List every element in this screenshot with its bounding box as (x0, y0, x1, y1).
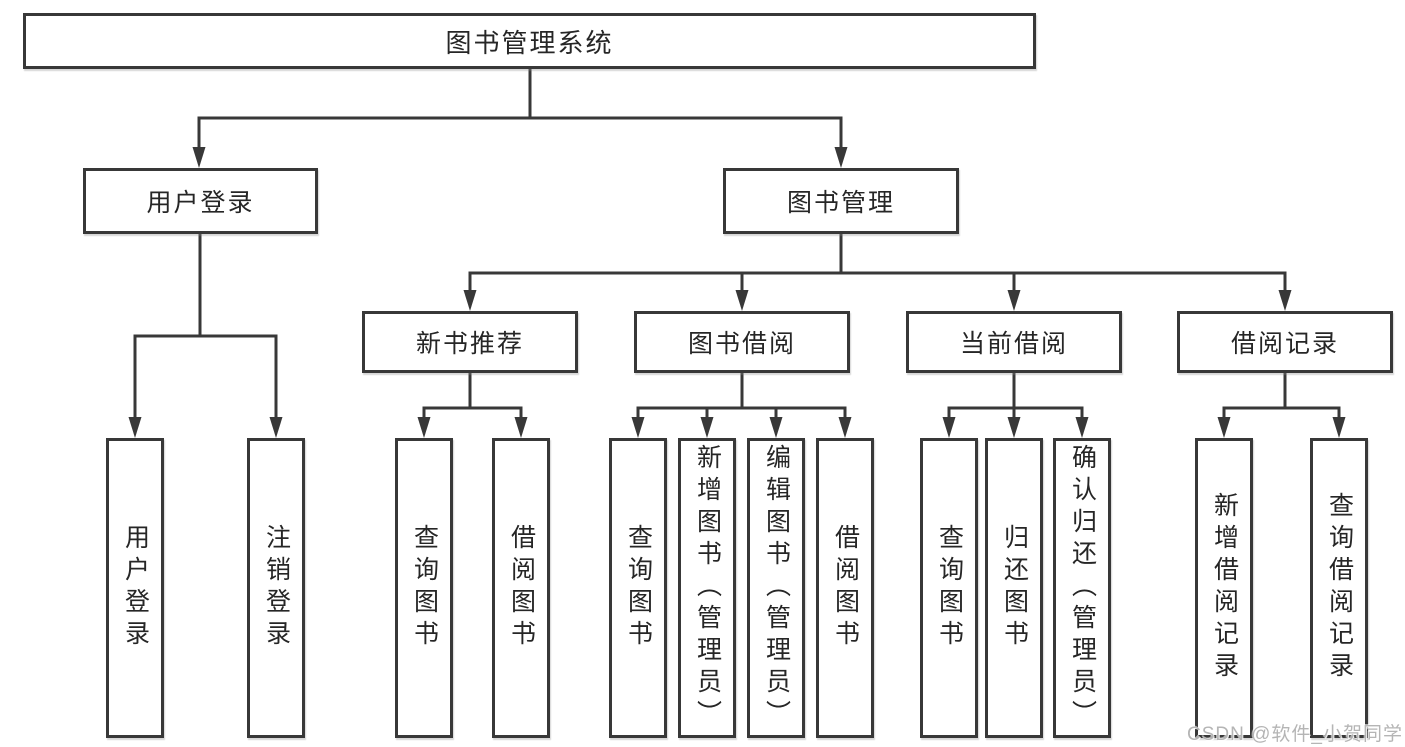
node-label: 当前借阅 (959, 330, 1068, 358)
leaf-label: 查询借阅记录 (1325, 492, 1354, 684)
leaf-label: 新增图书（管理员） (693, 444, 722, 732)
node-label: 图书管理系统 (445, 27, 614, 58)
leaf-query-books-current: 查询图书 (920, 438, 978, 738)
node-label: 图书借阅 (687, 330, 796, 358)
leaf-query-books-recommend: 查询图书 (395, 438, 453, 738)
leaf-label: 查询图书 (410, 524, 439, 652)
leaf-confirm-return-admin: 确认归还（管理员） (1053, 438, 1111, 738)
node-book-borrowing: 图书借阅 (634, 311, 850, 373)
node-label: 新书推荐 (415, 330, 524, 358)
node-user-login: 用户登录 (83, 168, 318, 234)
node-label: 借阅记录 (1230, 330, 1339, 358)
node-library-management-system: 图书管理系统 (23, 13, 1036, 69)
node-label: 图书管理 (786, 189, 895, 217)
leaf-label: 借阅图书 (507, 524, 536, 652)
node-current-borrowing: 当前借阅 (906, 311, 1122, 373)
leaf-query-borrow-record: 查询借阅记录 (1310, 438, 1368, 738)
leaf-label: 归还图书 (1000, 524, 1029, 652)
leaf-query-books-borrowing: 查询图书 (609, 438, 667, 738)
leaf-label: 编辑图书（管理员） (762, 444, 791, 732)
node-new-book-recommendation: 新书推荐 (362, 311, 578, 373)
leaf-label: 借阅图书 (831, 524, 860, 652)
leaf-label: 新增借阅记录 (1210, 492, 1239, 684)
leaf-label: 查询图书 (624, 524, 653, 652)
leaf-label: 用户登录 (121, 524, 150, 652)
leaf-label: 注销登录 (262, 524, 291, 652)
csdn-watermark: CSDN @软件_小贺同学 (1187, 724, 1403, 745)
leaf-label: 查询图书 (935, 524, 964, 652)
leaf-borrow-books-recommend: 借阅图书 (492, 438, 550, 738)
node-borrowing-records: 借阅记录 (1177, 311, 1393, 373)
leaf-label: 确认归还（管理员） (1068, 444, 1097, 732)
leaf-logout: 注销登录 (247, 438, 305, 738)
leaf-add-books-admin: 新增图书（管理员） (678, 438, 736, 738)
leaf-edit-books-admin: 编辑图书（管理员） (747, 438, 805, 738)
leaf-add-borrow-record: 新增借阅记录 (1195, 438, 1253, 738)
arrowheads (128, 147, 1346, 438)
leaf-user-login: 用户登录 (106, 438, 164, 738)
leaf-borrow-books: 借阅图书 (816, 438, 874, 738)
node-label: 用户登录 (146, 189, 255, 217)
leaf-return-books: 归还图书 (985, 438, 1043, 738)
node-book-management: 图书管理 (723, 168, 959, 234)
